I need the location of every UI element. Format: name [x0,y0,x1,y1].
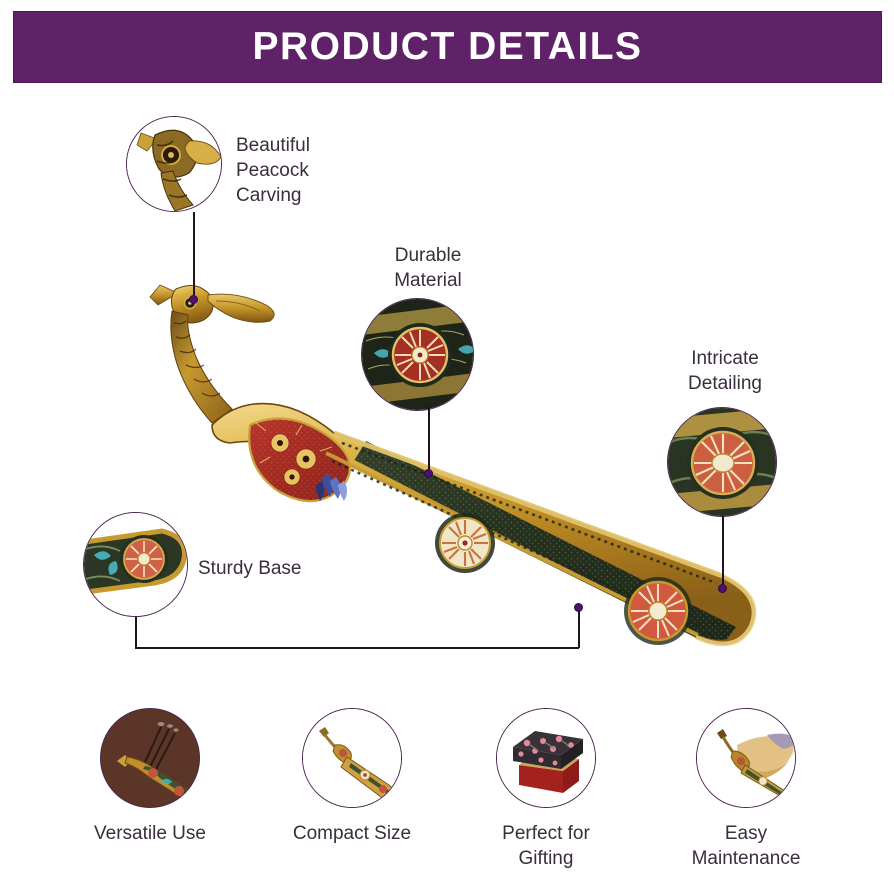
connector-intricate-detailing [722,516,724,588]
callout-circle-sturdy-base [83,512,188,617]
feature-icon-perfect-for-gifting [496,708,596,808]
connector-dot-intricate-detailing [718,584,727,593]
cleaning-cloth-icon [697,709,795,807]
durable-material-zoom-icon [362,299,473,410]
connector-beautiful-peacock-carving [193,212,195,299]
product-image [149,284,757,647]
feature-label-easy-maintenance: Easy Maintenance [691,823,801,869]
connector-sturdy-base-right [578,607,580,648]
connector-dot-durable-material [424,469,433,478]
red-enamel-panel [248,417,352,503]
holder-body-tray [211,402,757,647]
holder-side-view-icon [303,709,401,807]
peacock-head-zoom-icon [127,117,221,211]
intricate-detailing-zoom-icon [668,408,776,516]
connector-dot-sturdy-base [574,603,583,612]
feature-compact-size[interactable]: Compact Size [262,708,442,847]
sturdy-base-zoom-icon [84,513,187,616]
callout-circle-durable-material [361,298,474,411]
feature-icon-easy-maintenance [696,708,796,808]
connector-dot-beautiful-peacock-carving [189,295,198,304]
callout-label-sturdy-base: Sturdy Base [198,558,302,579]
feature-icon-compact-size [302,708,402,808]
blue-fan-motif [316,473,347,501]
feature-label-compact-size: Compact Size [292,823,412,844]
feature-perfect-for-gifting[interactable]: Perfect for Gifting [456,708,636,871]
gift-box-icon [497,709,595,807]
incense-sticks-burning-icon [101,709,199,807]
feature-label-versatile-use: Versatile Use [94,823,206,844]
flower-motif-coral [624,577,692,645]
flower-motif-cream [435,513,495,573]
feature-label-perfect-for-gifting: Perfect for Gifting [502,823,590,869]
callout-circle-beautiful-peacock-carving [126,116,222,212]
feature-easy-maintenance[interactable]: Easy Maintenance [656,708,836,871]
header-banner: PRODUCT DETAILS [13,11,882,83]
page-title: PRODUCT DETAILS [252,25,643,68]
callout-circle-intricate-detailing [667,407,777,517]
callout-label-beautiful-peacock-carving: Beautiful Peacock Carving [236,135,310,207]
feature-versatile-use[interactable]: Versatile Use [60,708,240,847]
connector-durable-material [428,406,430,473]
peacock-head-and-neck [149,284,275,424]
feature-icon-versatile-use [100,708,200,808]
connector-sturdy-base-left [135,617,137,648]
callout-label-intricate-detailing: Intricate Detailing [688,348,762,395]
connector-sturdy-base-horizontal [135,647,579,649]
callout-label-durable-material: Durable Material [394,245,462,292]
